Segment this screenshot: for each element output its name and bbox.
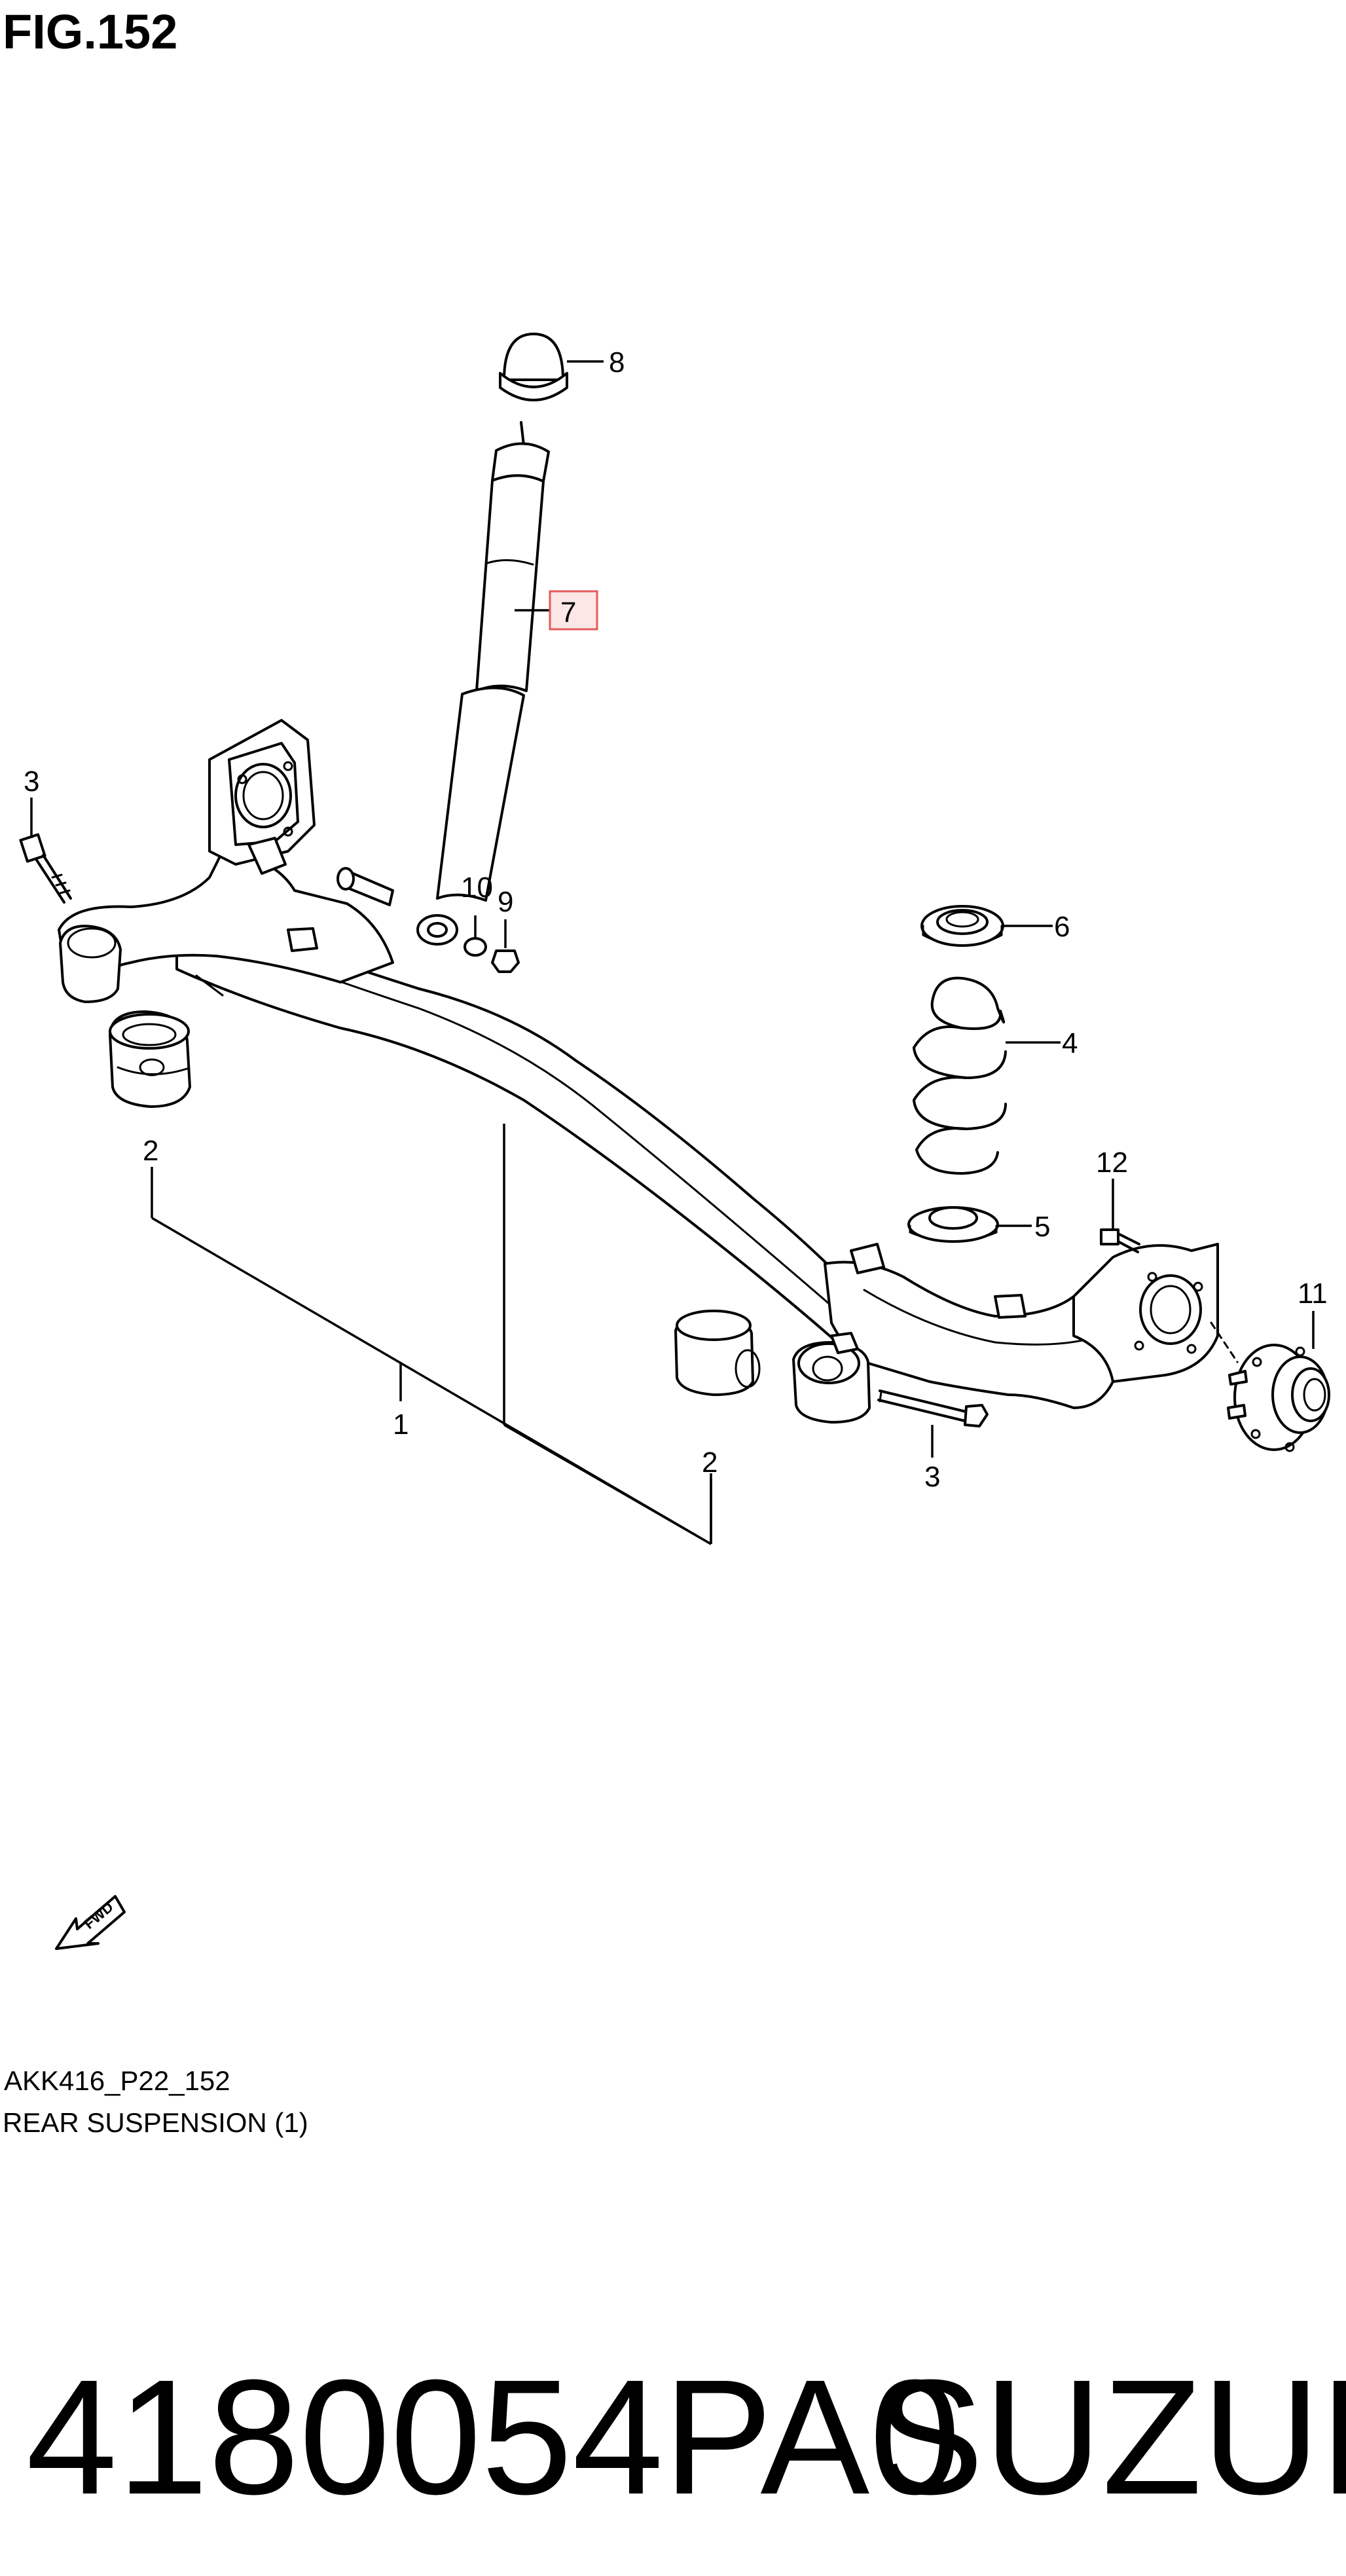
- figure-title: FIG.152: [3, 5, 177, 59]
- brand-name: SUZUKI: [875, 2346, 1346, 2528]
- highlight-box: [549, 590, 598, 631]
- bolt-part-left: [19, 833, 72, 904]
- hub-bolt-part: [1100, 1228, 1140, 1253]
- diagram-caption: REAR SUSPENSION (1): [3, 2107, 308, 2138]
- callout-1[interactable]: 1: [393, 1408, 409, 1441]
- callout-2-left[interactable]: 2: [143, 1135, 158, 1167]
- rear-axle-beam-part: [58, 719, 1219, 1409]
- washer-part: [464, 937, 487, 957]
- part-number: 4180054PA0: [26, 2346, 960, 2528]
- callout-7[interactable]: 7: [560, 597, 576, 629]
- callout-11[interactable]: 11: [1298, 1278, 1328, 1310]
- forward-arrow-icon: FWD: [55, 1895, 126, 1950]
- callout-8[interactable]: 8: [609, 346, 625, 378]
- bushing-part-right: [674, 1310, 761, 1396]
- bolt-part-right: [877, 1389, 989, 1427]
- diagram-code: AKK416_P22_152: [4, 2065, 230, 2096]
- spring-upper-seat-part: [920, 905, 1004, 947]
- spring-lower-seat-part: [907, 1206, 999, 1243]
- callout-3-left[interactable]: 3: [24, 765, 39, 798]
- callout-9[interactable]: 9: [498, 886, 513, 918]
- callout-6[interactable]: 6: [1054, 911, 1070, 943]
- callout-3-right[interactable]: 3: [924, 1461, 940, 1493]
- bushing-part-left: [109, 1010, 191, 1108]
- callout-2-right[interactable]: 2: [702, 1446, 718, 1479]
- dust-cap-part: [499, 333, 568, 401]
- nut-part: [491, 949, 520, 973]
- wheel-hub-part: [1227, 1344, 1330, 1452]
- callout-12[interactable]: 12: [1096, 1147, 1128, 1179]
- callout-10[interactable]: 10: [461, 872, 493, 904]
- coil-spring-part: [913, 976, 1007, 1175]
- callout-5[interactable]: 5: [1034, 1211, 1050, 1243]
- axle-bushing-part: [792, 1332, 871, 1424]
- callout-4[interactable]: 4: [1062, 1027, 1078, 1059]
- shock-absorber-part: [416, 421, 550, 946]
